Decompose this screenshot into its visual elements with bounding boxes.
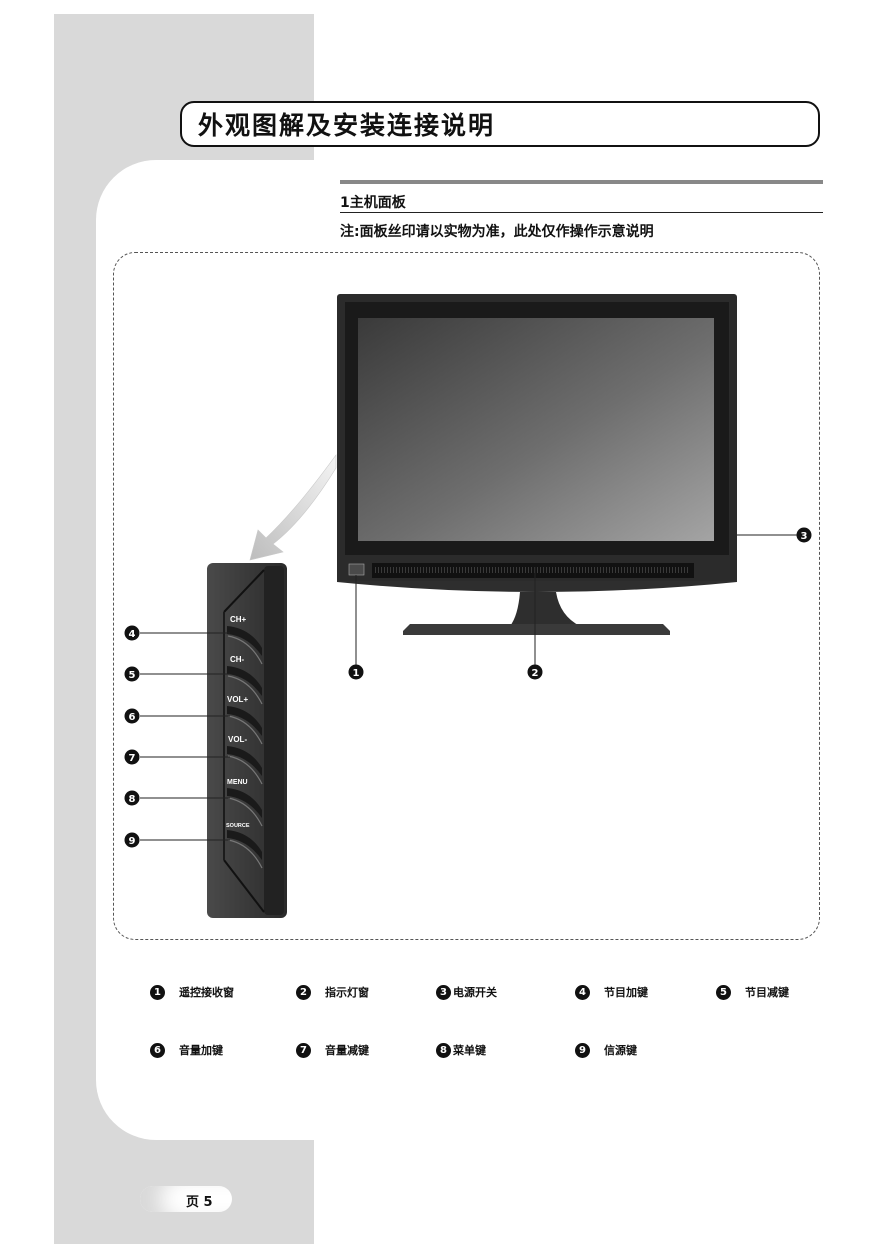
diagram-frame	[113, 252, 820, 940]
callout-markers: 1 2 3 4 5 6 7 8 9	[124, 527, 812, 848]
panel-button-chminus[interactable]	[227, 666, 263, 705]
page-title: 外观图解及安装连接说明	[198, 111, 496, 140]
legend: 1 遥控接收窗 2 指示灯窗 3 电源开关 4 节目加键 5 节目减键 6 音量…	[150, 984, 840, 1100]
svg-text:7: 7	[129, 753, 136, 764]
legend-number-4: 4	[575, 984, 590, 1000]
remote-sensor-window	[348, 563, 365, 576]
page-number-pill	[140, 1186, 232, 1212]
legend-item-2: 2 指示灯窗	[296, 984, 369, 1000]
tv-stand-base	[403, 624, 670, 635]
callout-8: 8	[124, 790, 140, 806]
side-panel-edge	[264, 566, 284, 915]
legend-row-1: 1 遥控接收窗 2 指示灯窗 3 电源开关 4 节目加键 5 节目减键	[150, 984, 840, 1042]
section-top-bar	[340, 180, 823, 184]
svg-text:2: 2	[532, 668, 539, 679]
callout-9: 9	[124, 832, 140, 848]
tv-stand-neck	[510, 592, 580, 626]
legend-number-8: 8	[436, 1042, 451, 1058]
legend-row-2: 6 音量加键 7 音量减键 8 菜单键 9 信源键	[150, 1042, 840, 1100]
callout-1: 1	[348, 664, 364, 680]
label-menu: MENU	[227, 779, 248, 786]
callout-6: 6	[124, 708, 140, 724]
label-chplus: CH+	[230, 615, 247, 624]
legend-label-5: 节目减键	[745, 986, 789, 999]
legend-number-3: 3	[436, 984, 451, 1000]
legend-number-6: 6	[150, 1042, 165, 1058]
speaker-grille	[372, 563, 694, 578]
section-header: 1主机面板 注:面板丝印请以实物为准，此处仅作操作示意说明	[340, 180, 823, 241]
legend-label-6: 音量加键	[179, 1044, 223, 1057]
svg-text:3: 3	[801, 531, 808, 542]
legend-item-7: 7 音量减键	[296, 1042, 369, 1058]
legend-item-1: 1 遥控接收窗	[150, 984, 234, 1000]
page-number: 页 5	[186, 1195, 213, 1210]
panel-button-volminus[interactable]	[227, 746, 263, 785]
label-volminus: VOL-	[228, 735, 247, 744]
legend-label-2: 指示灯窗	[325, 986, 369, 999]
legend-item-3: 3 电源开关	[436, 984, 497, 1000]
callout-5: 5	[124, 666, 140, 682]
callout-4: 4	[124, 625, 140, 641]
legend-number-2: 2	[296, 984, 311, 1000]
svg-text:9: 9	[129, 836, 136, 847]
tv-screen	[358, 318, 714, 541]
tv-front	[337, 294, 737, 635]
legend-item-9: 9 信源键	[575, 1042, 637, 1058]
legend-item-6: 6 音量加键	[150, 1042, 223, 1058]
legend-number-1: 1	[150, 984, 165, 1000]
callout-7: 7	[124, 749, 140, 765]
legend-item-8: 8 菜单键	[436, 1042, 486, 1058]
panel-bevel-top	[223, 569, 265, 613]
callout-lines	[140, 534, 797, 841]
legend-item-5: 5 节目减键	[716, 984, 789, 1000]
panel-button-source[interactable]	[227, 830, 263, 869]
panel-bevel-bottom	[223, 859, 265, 913]
legend-number-9: 9	[575, 1042, 590, 1058]
label-volplus: VOL+	[227, 695, 248, 704]
legend-number-7: 7	[296, 1042, 311, 1058]
svg-text:8: 8	[129, 794, 136, 805]
callout-2: 2	[527, 664, 543, 680]
panel-button-volplus[interactable]	[227, 706, 263, 745]
section-note: 注:面板丝印请以实物为准，此处仅作操作示意说明	[340, 224, 654, 240]
svg-text:5: 5	[129, 670, 136, 681]
label-chminus: CH-	[230, 655, 245, 664]
svg-text:6: 6	[129, 712, 136, 723]
legend-item-4: 4 节目加键	[575, 984, 648, 1000]
svg-text:4: 4	[129, 629, 136, 640]
callout-3: 3	[796, 527, 812, 543]
section-title: 1主机面板	[340, 195, 406, 211]
legend-number-5: 5	[716, 984, 731, 1000]
zoom-arrow	[249, 454, 337, 561]
legend-label-4: 节目加键	[604, 986, 648, 999]
legend-label-3: 电源开关	[453, 986, 497, 999]
legend-label-1: 遥控接收窗	[179, 986, 234, 999]
legend-label-9: 信源键	[604, 1044, 637, 1057]
side-button-panel: CH+ CH- VOL+ VOL- MENU SOURCE	[207, 563, 287, 918]
section-divider	[340, 212, 823, 213]
label-source: SOURCE	[226, 823, 250, 829]
page-title-box: 外观图解及安装连接说明	[180, 101, 820, 147]
svg-text:1: 1	[353, 668, 360, 679]
panel-button-chplus[interactable]	[227, 626, 263, 665]
panel-button-menu[interactable]	[227, 788, 263, 827]
legend-label-7: 音量减键	[325, 1044, 369, 1057]
legend-label-8: 菜单键	[453, 1044, 486, 1057]
